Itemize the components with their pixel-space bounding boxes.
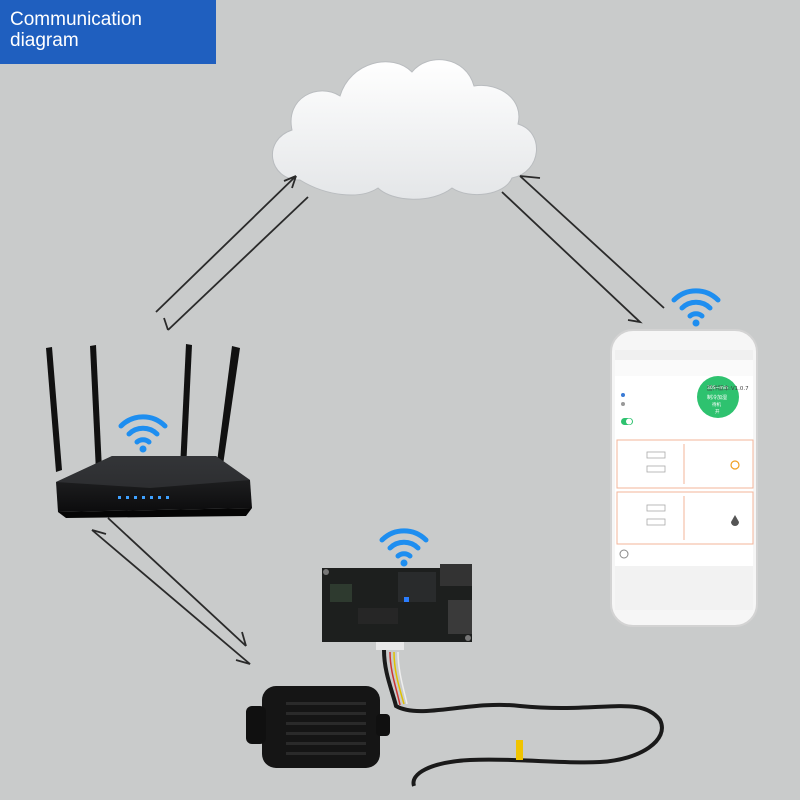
phone-status-line-4: 开	[715, 410, 720, 415]
sensor-probe-icon	[246, 649, 664, 787]
board-wifi-icon	[382, 531, 426, 567]
diagram-title: Communication diagram	[0, 0, 216, 64]
controller-board-icon	[322, 564, 472, 650]
smartphone-icon	[610, 329, 758, 627]
title-line-2: diagram	[10, 30, 79, 51]
cloud-icon	[271, 59, 537, 200]
router-wifi-icon	[121, 417, 165, 453]
cloud-phone-arrows	[501, 175, 665, 324]
phone-status-line-2: 制冷加湿	[707, 395, 728, 401]
phone-status-line-3: 待机	[712, 403, 721, 408]
router-icon	[46, 344, 252, 518]
router-board-arrows	[91, 517, 251, 665]
phone-status-line-1: 30S~min	[707, 386, 728, 391]
phone-wifi-icon	[674, 291, 718, 327]
router-cloud-arrows	[155, 175, 309, 331]
phone-firmware-version: 固件版本:V1.0.7	[707, 386, 749, 392]
title-line-1: Communication	[10, 9, 142, 30]
